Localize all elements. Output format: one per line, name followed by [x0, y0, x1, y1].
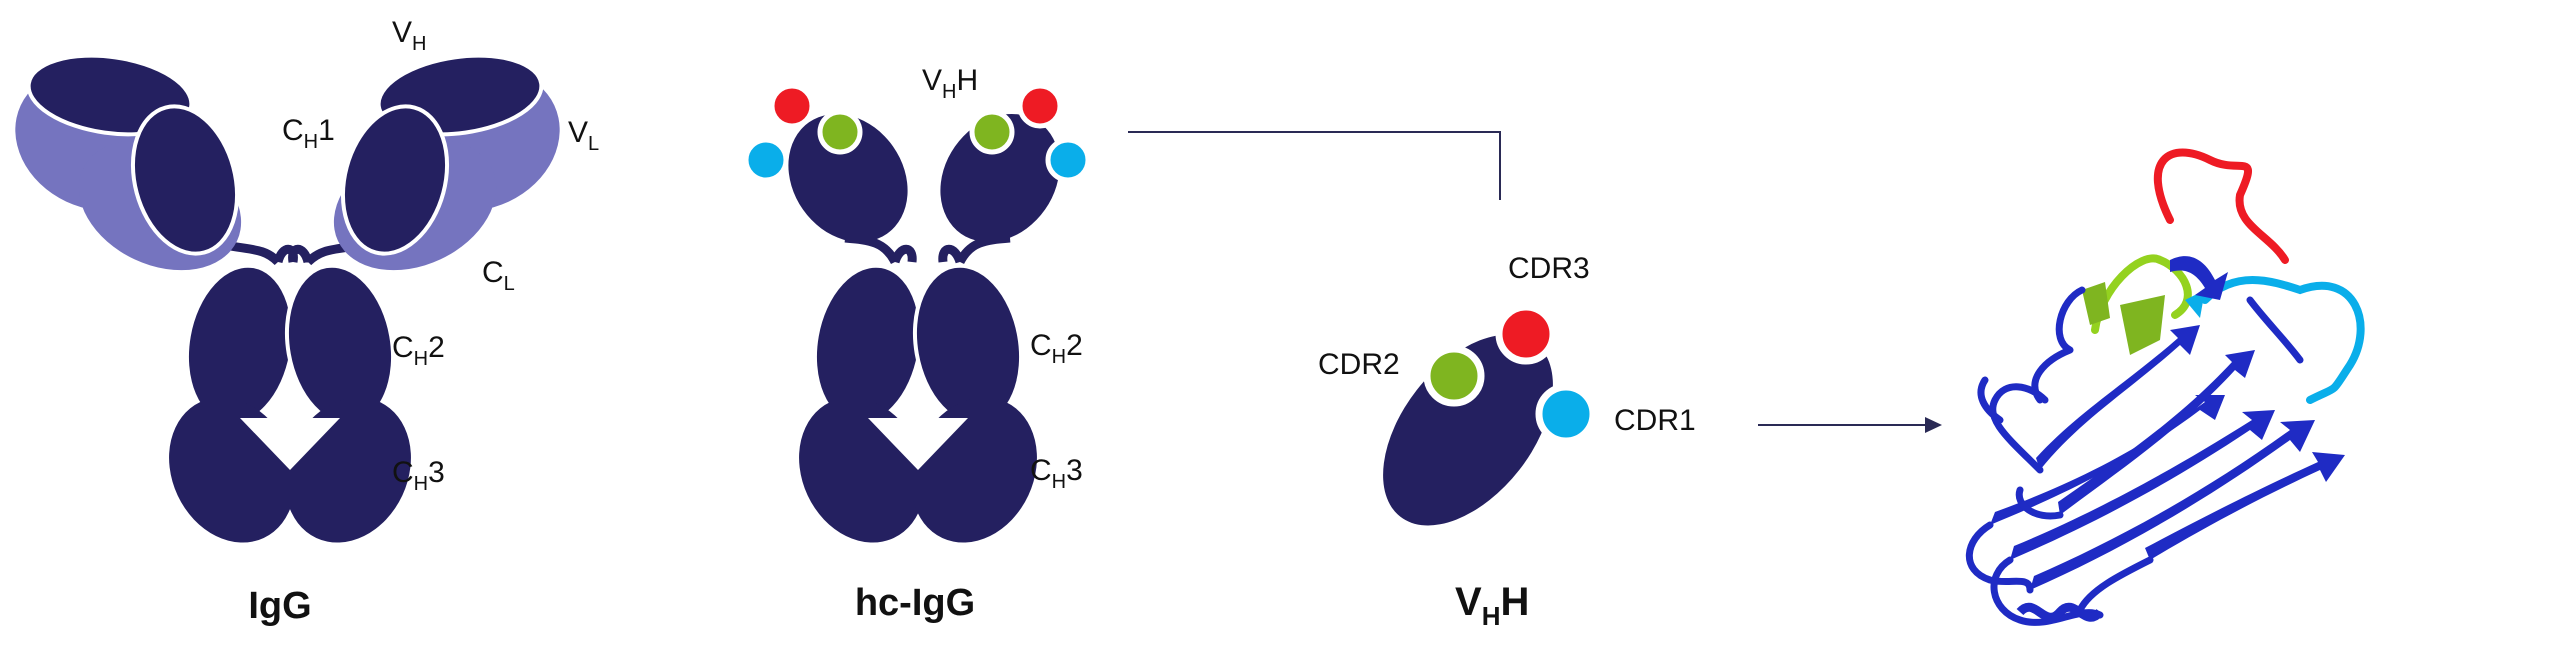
hcigg-title: hc-IgG	[855, 582, 975, 624]
ribbon-cdr1-loop	[2201, 276, 2365, 404]
hcigg-right-vhh-domain	[940, 113, 1060, 243]
igg-vl-label: VL	[568, 116, 599, 155]
hcigg-vhh-label: VHH	[922, 64, 978, 103]
protein-ribbon-structure	[1965, 148, 2365, 626]
ribbon-cdr3-loop	[2153, 148, 2289, 264]
hcigg-left-vhh-domain	[788, 113, 908, 243]
ribbon-strand-6	[2145, 452, 2345, 560]
connector-line	[1128, 131, 1501, 200]
hcigg-left-cdr2-dot	[817, 109, 863, 155]
ribbon-strand-3	[2030, 420, 2315, 590]
vhh-title: VHH	[1455, 580, 1529, 631]
igg-right-ch1-domain	[340, 104, 450, 256]
vhh-structure	[1383, 303, 1597, 526]
hcigg-hinge	[844, 233, 1011, 265]
ribbon-cdr2-strand	[2082, 282, 2165, 355]
vhh-cdr3-dot	[1495, 303, 1557, 365]
vhh-cdr2-dot	[1423, 345, 1485, 407]
ribbon-strand-2	[2010, 410, 2275, 560]
ribbon-helix	[2016, 602, 2104, 622]
vhh-cdr2-label: CDR2	[1318, 348, 1400, 381]
vhh-cdr1-label: CDR1	[1614, 404, 1696, 437]
igg-cl-label: CL	[482, 256, 515, 295]
vhh-cdr3-label: CDR3	[1508, 252, 1590, 285]
igg-ch2-label: CH2	[392, 331, 445, 370]
igg-left-ch1-domain	[130, 104, 240, 256]
ribbon-strand-7	[2170, 256, 2228, 300]
igg-title: IgG	[248, 585, 311, 627]
hcigg-ch2-label: CH2	[1030, 329, 1083, 368]
hcigg-right-cdr1-dot	[1045, 137, 1091, 183]
hcigg-structure	[743, 83, 1091, 543]
igg-vh-label: VH	[392, 16, 426, 55]
hcigg-ch3-notch	[868, 418, 968, 470]
hcigg-right-cdr2-dot	[969, 109, 1015, 155]
igg-ch1-label: CH1	[282, 114, 335, 153]
ribbon-strand-1	[1990, 395, 2225, 525]
arrow	[1758, 417, 1942, 433]
ribbon-coil	[1965, 286, 2304, 626]
igg-structure	[15, 53, 560, 543]
vhh-cdr1-dot	[1535, 383, 1597, 445]
igg-hinge	[224, 240, 363, 266]
ribbon-strand-4	[2036, 325, 2200, 470]
hcigg-left-cdr1-dot	[743, 137, 789, 183]
igg-ch3-label: CH3	[392, 456, 445, 495]
igg-ch3-notch	[240, 418, 340, 470]
ribbon-strand-5	[2058, 350, 2255, 515]
hcigg-left-cdr3-dot	[769, 83, 815, 129]
hcigg-right-cdr3-dot	[1017, 83, 1063, 129]
ribbon-cdr1-strand	[2185, 290, 2205, 318]
hcigg-ch3-label: CH3	[1030, 454, 1083, 493]
